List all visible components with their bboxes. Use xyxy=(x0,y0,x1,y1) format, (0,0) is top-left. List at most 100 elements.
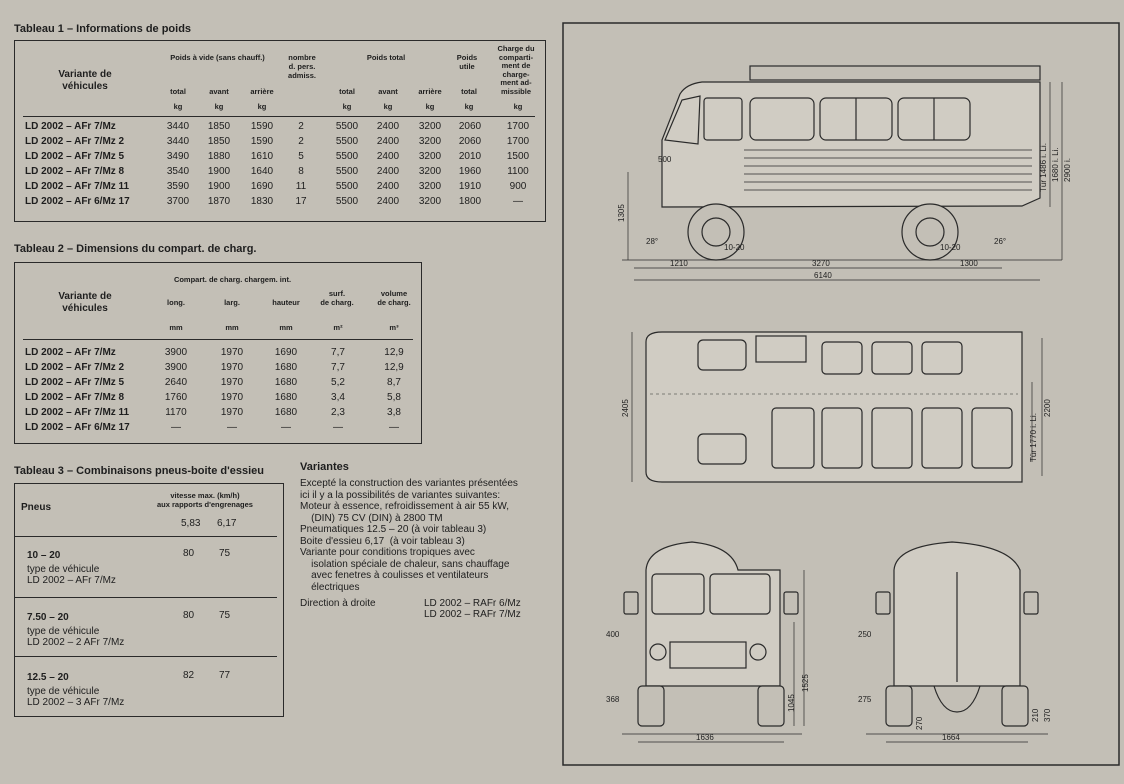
table2-cell: 2,3 xyxy=(331,407,345,418)
table2-cell: 3900 xyxy=(164,347,188,358)
table1-sub-6: total xyxy=(461,87,477,96)
table2-cell: — xyxy=(281,422,291,433)
table3-label: type de véhicule xyxy=(27,686,100,697)
table2-cell: 12,9 xyxy=(384,347,404,358)
table1-cell: 17 xyxy=(295,196,307,207)
dim-side-2900: 2900 i. xyxy=(1063,158,1072,182)
table1-cell: 3200 xyxy=(418,166,442,177)
table1-cell: 2400 xyxy=(376,121,400,132)
table1-unit: kg xyxy=(214,102,224,111)
table1-sub-0: total xyxy=(170,87,186,96)
table1-cell: 5500 xyxy=(335,121,359,132)
table3-vehicle: LD 2002 – 3 AFr 7/Mz xyxy=(27,697,125,708)
table2-cell: 1970 xyxy=(220,377,244,388)
dim-front-1525: 1525 xyxy=(801,674,810,692)
rear-mirror-left xyxy=(875,591,891,615)
top-view xyxy=(631,331,1043,483)
table3-label: type de véhicule xyxy=(27,564,100,575)
side-ribs xyxy=(744,149,1032,191)
table2-row-name: LD 2002 – AFr 7/Mz 2 xyxy=(25,362,125,373)
dim-side-1210: 1210 xyxy=(670,259,688,268)
table1-title: Tableau 1 – Informations de poids xyxy=(14,23,192,35)
table1-group-empty: Poids à vide (sans chauff.) xyxy=(170,53,265,62)
table1-cell: 3490 xyxy=(166,151,190,162)
dim-front-1636: 1636 xyxy=(696,733,714,742)
dim-rear-1664: 1664 xyxy=(942,733,960,742)
seat-front-1 xyxy=(697,339,747,371)
table2-cell: 8,7 xyxy=(387,377,401,388)
table3-rule xyxy=(15,656,277,657)
table2-cell: 1680 xyxy=(274,377,298,388)
table2-cell: 3,8 xyxy=(387,407,401,418)
variantes-line: Moteur à essence, refroidissement à air … xyxy=(300,501,509,512)
table1-unit: kg xyxy=(383,102,393,111)
table1-cell: 3440 xyxy=(166,121,190,132)
table1-cell: 1610 xyxy=(250,151,274,162)
table2-cell: 1970 xyxy=(220,392,244,403)
table1-unit: kg xyxy=(425,102,435,111)
table2-unit-3: m² xyxy=(333,323,343,332)
front-tyre-left xyxy=(637,685,665,727)
table2-cell: 1680 xyxy=(274,407,298,418)
side-window-1 xyxy=(749,97,815,141)
grille xyxy=(669,641,747,669)
dim-front-368: 368 xyxy=(606,695,620,704)
table3-speed-2: 75 xyxy=(219,548,231,559)
table1-cell: 1910 xyxy=(458,181,482,192)
table1-cell: 3200 xyxy=(418,121,442,132)
table2-cell: 1170 xyxy=(165,407,187,418)
headlight-right xyxy=(749,643,767,661)
table1-cell: 11 xyxy=(295,181,307,192)
table2-cell: 1970 xyxy=(220,407,244,418)
table1-cell: 5500 xyxy=(335,151,359,162)
table1-cell: 1700 xyxy=(506,136,530,147)
mirror-right xyxy=(783,591,799,615)
table1-row-name: LD 2002 – AFr 7/Mz 11 xyxy=(25,181,130,192)
dim-rear-275: 275 xyxy=(858,695,872,704)
seat-row-b2 xyxy=(871,407,913,469)
rear-tyre-right xyxy=(1001,685,1029,727)
table3-speed-2: 77 xyxy=(219,670,231,681)
table2-row-name: LD 2002 – AFr 6/Mz 17 xyxy=(25,422,130,433)
table1-cell: 1700 xyxy=(506,121,530,132)
variantes-line: ici il y a la possibilités de variantes … xyxy=(300,489,501,501)
table1-unit: kg xyxy=(464,102,474,111)
table1-unit: kg xyxy=(342,102,352,111)
table3-tyre: 7.50 – 20 xyxy=(27,612,69,623)
table1-row-name: LD 2002 – AFr 7/Mz 8 xyxy=(25,166,125,177)
variantes-line: électriques xyxy=(300,581,360,593)
table1-cell: 1900 xyxy=(207,181,231,192)
table2-row-name: LD 2002 – AFr 7/Mz 8 xyxy=(25,392,125,403)
table1-row-name: LD 2002 – AFr 6/Mz 17 xyxy=(25,196,130,207)
table1-sub-2: arrière xyxy=(250,87,274,96)
table1-cell: — xyxy=(513,196,523,207)
front-windshield-left xyxy=(651,573,705,615)
table2-col-variant: Variante de véhicules xyxy=(58,291,112,314)
dim-top-2405: 2405 xyxy=(621,399,630,417)
rear-tyre-left xyxy=(885,685,913,727)
table1-cell: 1900 xyxy=(207,166,231,177)
dim-side-angle-front: 28° xyxy=(646,237,658,246)
table1-cell: 1640 xyxy=(250,166,274,177)
table1: Variante de véhicules Poids à vide (sans… xyxy=(14,40,546,222)
table1-cell: 2400 xyxy=(376,166,400,177)
seat-row-a1 xyxy=(821,341,863,375)
table3-tyre: 12.5 – 20 xyxy=(27,672,69,683)
table1-cell: 3540 xyxy=(166,166,190,177)
table1-cell: 8 xyxy=(298,166,304,177)
table3-tyre: 10 – 20 xyxy=(27,550,61,561)
table1-col-persons: nombre d. pers. admiss. xyxy=(288,53,316,80)
table3-title: Tableau 3 – Combinaisons pneus-boite d'e… xyxy=(14,465,264,477)
variantes-line: avec fenetres à coulisses et ventilateur… xyxy=(300,570,489,581)
table2-cell: 3,4 xyxy=(331,392,345,403)
table1-cell: 3590 xyxy=(166,181,190,192)
roof-rack xyxy=(749,65,1041,81)
dim-top-2200: 2200 xyxy=(1043,399,1052,417)
table1-cell: 1590 xyxy=(250,121,274,132)
table1-cell: 2400 xyxy=(376,151,400,162)
table1-cell: 1690 xyxy=(250,181,274,192)
table2-sub-0: long. xyxy=(167,298,185,307)
dim-side-1680: 1680 i. Li. xyxy=(1051,147,1060,182)
table1-cell: 1830 xyxy=(250,196,274,207)
table1-cell: 1850 xyxy=(207,121,231,132)
